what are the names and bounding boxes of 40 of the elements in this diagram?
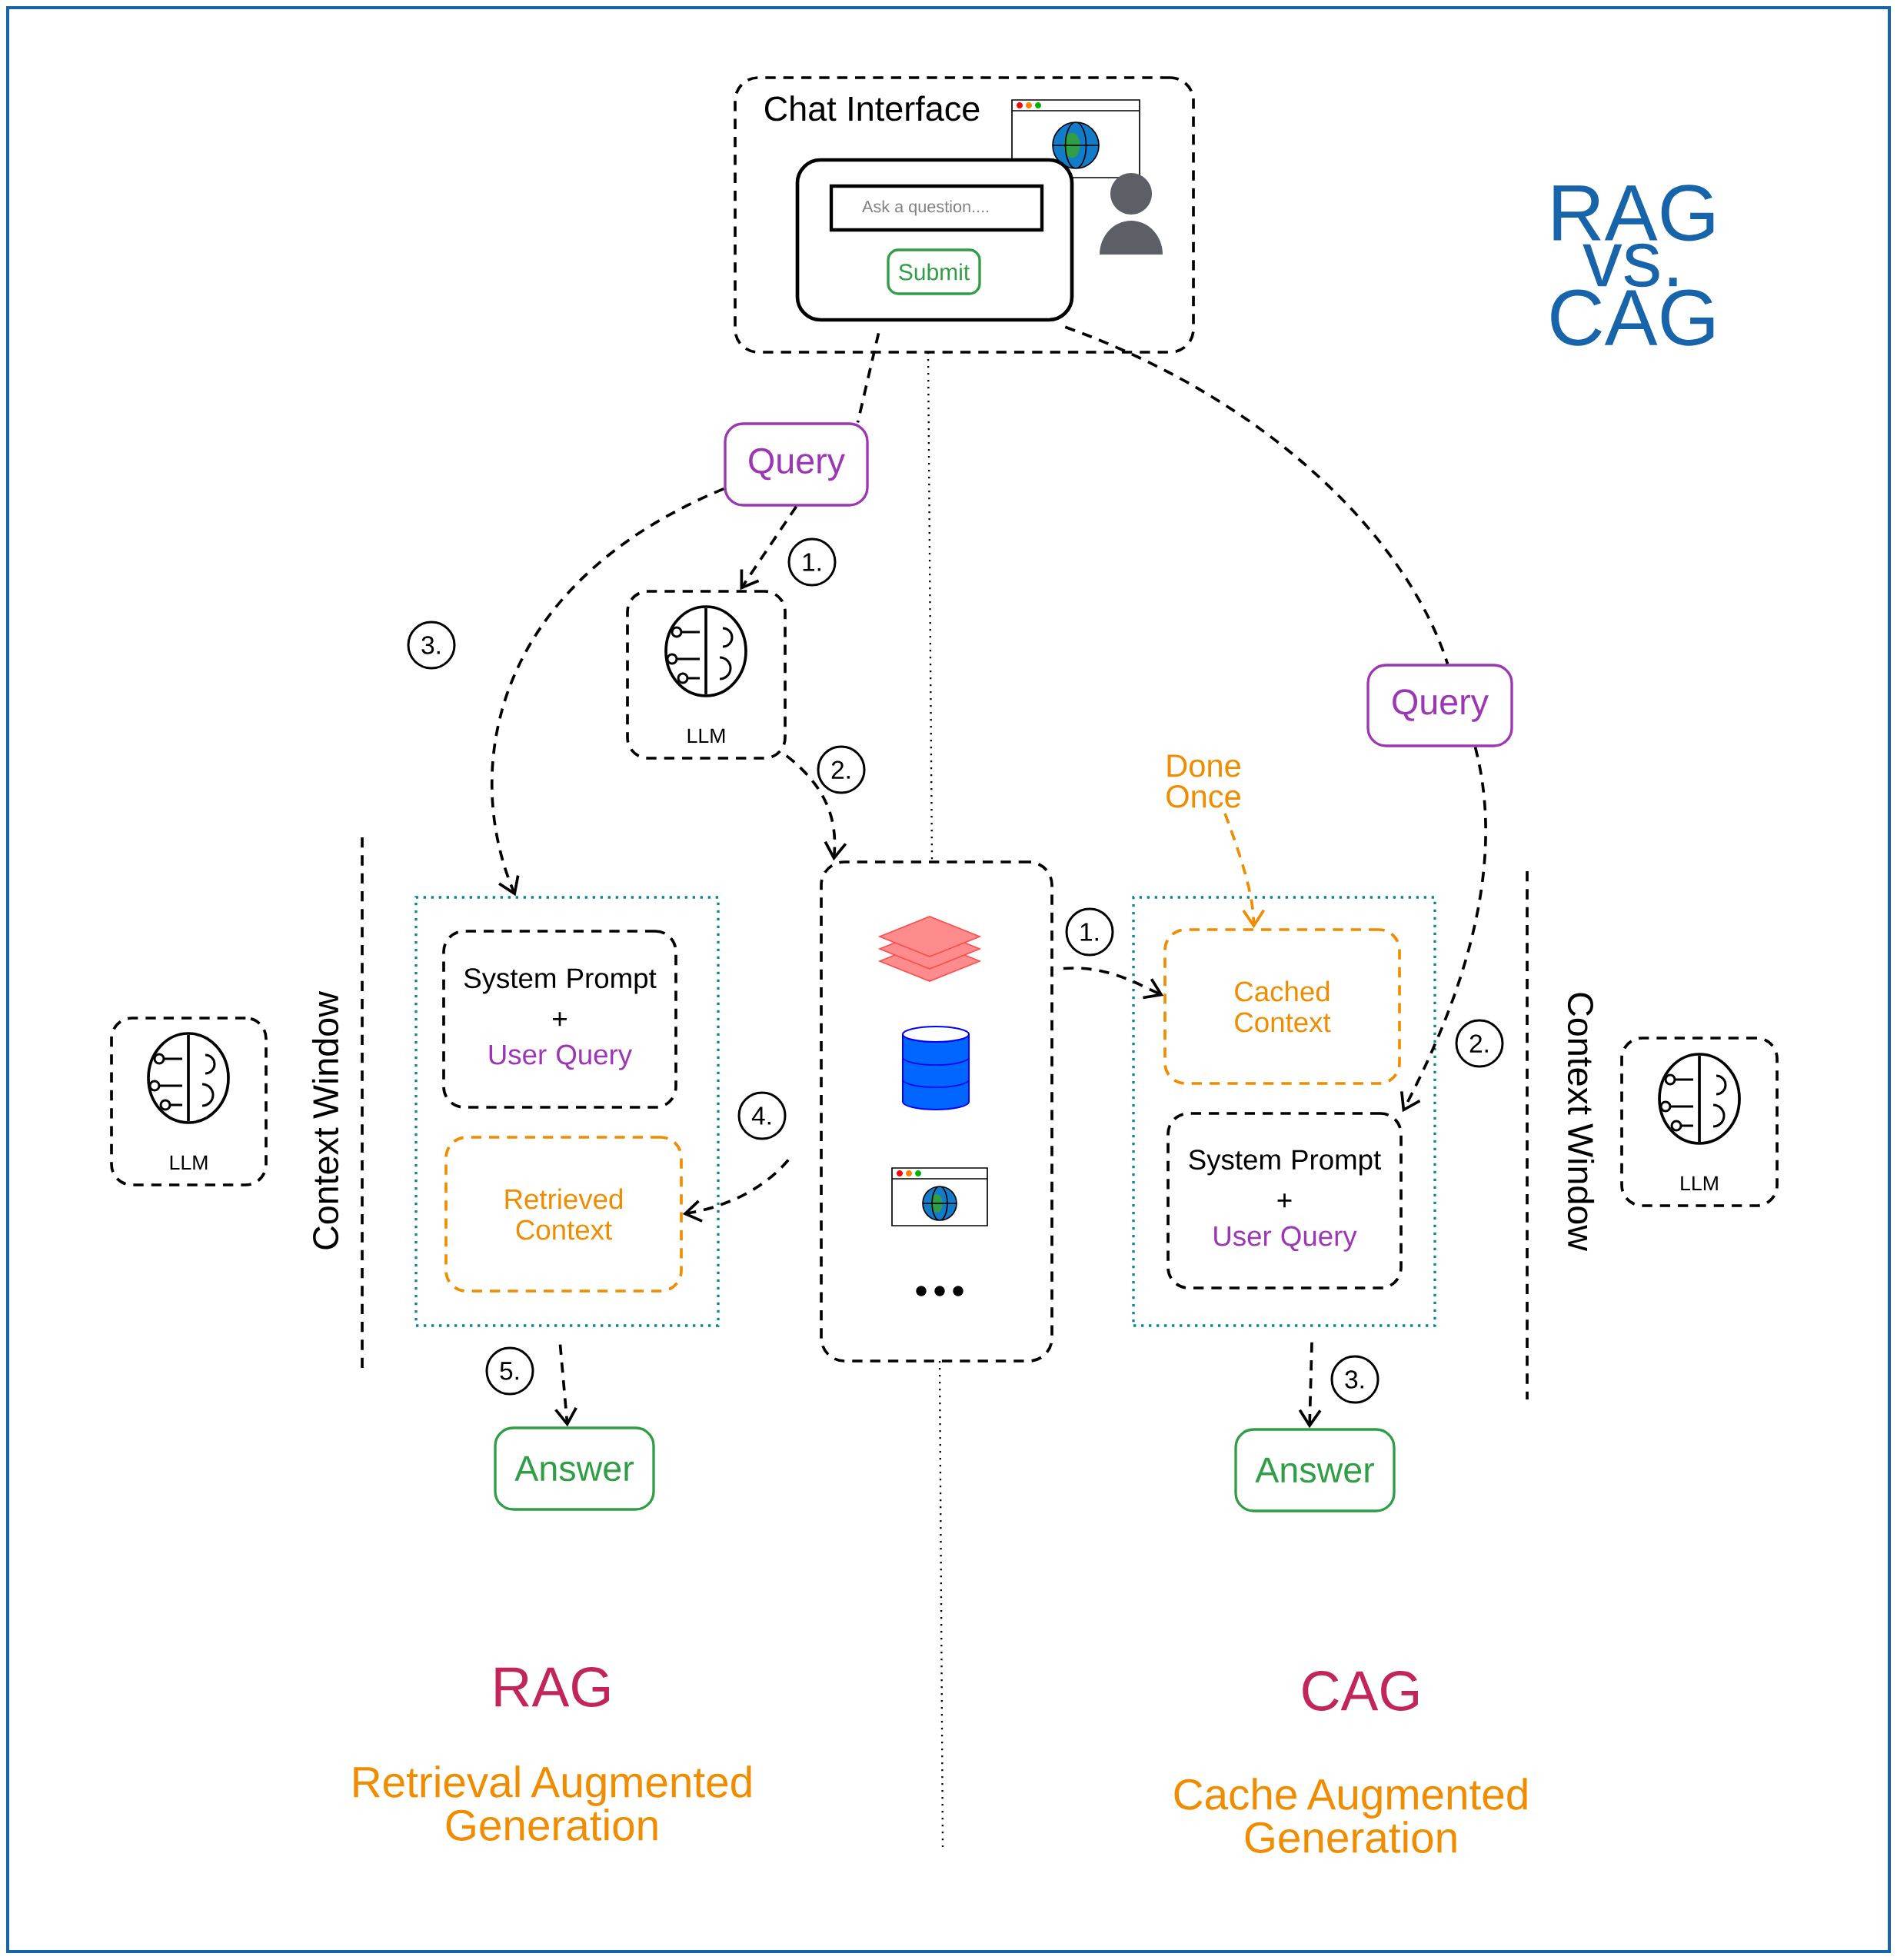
connector-line [856, 332, 880, 423]
arrow [1399, 747, 1487, 1113]
arrow [1063, 967, 1164, 1000]
query-box: Query [1366, 664, 1513, 747]
step-number: 3. [1330, 1355, 1379, 1404]
arrow [1223, 813, 1266, 929]
step-number: 2. [817, 745, 866, 794]
answer-box: Answer [494, 1426, 655, 1511]
context-window-label: Context Window [311, 991, 339, 1250]
step-number: 2. [1455, 1019, 1504, 1068]
query-box: Query [724, 422, 869, 507]
connector-line [1064, 325, 1449, 664]
input-field: Ask a question.... [829, 184, 1044, 232]
context-box: Cached Context [1163, 928, 1401, 1085]
step-number: 1. [1065, 907, 1114, 957]
prompt-box: System Prompt + User Query [1166, 1112, 1403, 1289]
arrow [682, 1159, 790, 1223]
approach-name: CAG [1303, 1671, 1418, 1711]
step-number: 3. [407, 621, 456, 670]
title: RAG vs. CAG [1551, 185, 1714, 346]
llm-box: LLM [626, 590, 787, 760]
approach-full-name: Cache Augmented Generation [1174, 1778, 1527, 1853]
answer-box: Answer [1234, 1428, 1396, 1512]
approach-full-name: Retrieval Augmented Generation [354, 1765, 751, 1841]
context-box: Retrieved Context [444, 1136, 683, 1293]
arrow [1298, 1342, 1322, 1429]
submit-button: Submit [887, 248, 981, 295]
step-number: 5. [485, 1346, 534, 1396]
step-number: 4. [737, 1091, 787, 1140]
llm-box: LLM [110, 1017, 268, 1186]
note-text: Done Once [1166, 754, 1240, 808]
arrow [491, 488, 725, 897]
data-sources-box [820, 860, 1053, 1363]
llm-box: LLM [1620, 1037, 1779, 1207]
prompt-box: System Prompt + User Query [442, 930, 677, 1109]
arrow [740, 505, 798, 591]
step-number: 1. [787, 537, 837, 587]
arrow [785, 754, 847, 861]
arrow [554, 1344, 577, 1427]
approach-name: RAG [495, 1667, 609, 1707]
